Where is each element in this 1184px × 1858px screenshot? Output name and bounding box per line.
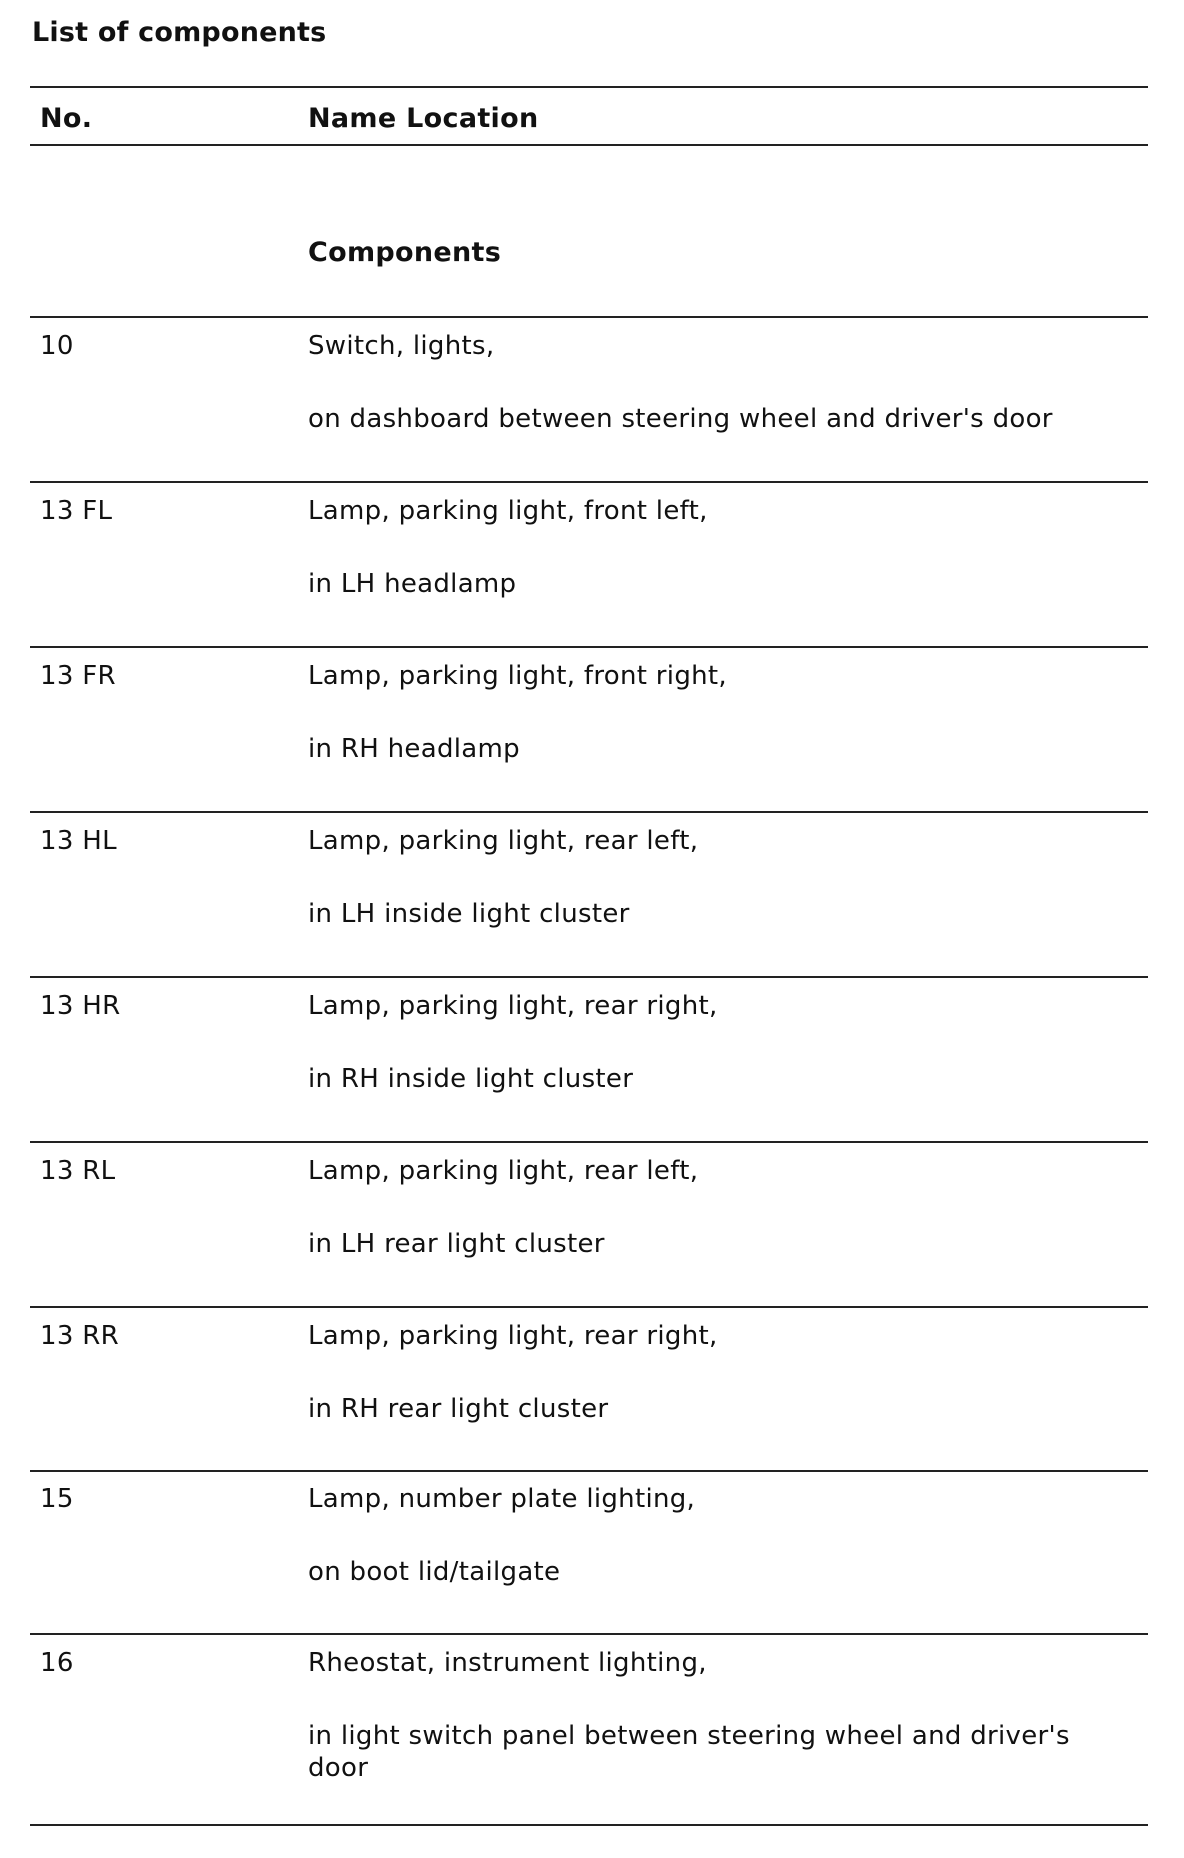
row-location: in LH inside light cluster: [308, 899, 630, 929]
row-name: Switch, lights,: [308, 331, 495, 361]
row-location: in LH rear light cluster: [308, 1229, 605, 1259]
row-number: 13 HR: [40, 991, 121, 1021]
row-number: 13 FL: [40, 496, 113, 526]
row-divider: [30, 976, 1148, 978]
page-title: List of components: [32, 17, 327, 48]
table-bottom-rule: [30, 1824, 1148, 1826]
row-divider: [30, 811, 1148, 813]
row-number: 16: [40, 1648, 74, 1678]
row-name: Rheostat, instrument lighting,: [308, 1648, 707, 1678]
row-location: on dashboard between steering wheel and …: [308, 404, 1053, 434]
row-divider: [30, 481, 1148, 483]
row-divider: [30, 1470, 1148, 1472]
row-divider: [30, 646, 1148, 648]
row-name: Lamp, parking light, rear left,: [308, 1156, 699, 1186]
row-divider: [30, 1633, 1148, 1635]
row-location: on boot lid/tailgate: [308, 1557, 561, 1587]
row-location: in RH headlamp: [308, 734, 520, 764]
row-number: 13 RR: [40, 1321, 119, 1351]
row-name: Lamp, number plate lighting,: [308, 1484, 696, 1514]
row-location: in LH headlamp: [308, 569, 517, 599]
header-bottom-rule: [30, 144, 1148, 146]
column-header-name-location: Name Location: [308, 103, 539, 134]
row-name: Lamp, parking light, front right,: [308, 661, 727, 691]
row-name: Lamp, parking light, rear left,: [308, 826, 699, 856]
row-name: Lamp, parking light, rear right,: [308, 991, 718, 1021]
row-name: Lamp, parking light, rear right,: [308, 1321, 718, 1351]
row-name: Lamp, parking light, front left,: [308, 496, 708, 526]
section-heading: Components: [308, 237, 502, 268]
column-header-no: No.: [40, 103, 93, 134]
row-number: 10: [40, 331, 74, 361]
table-top-rule: [30, 86, 1148, 88]
row-location: in RH inside light cluster: [308, 1064, 634, 1094]
row-number: 13 RL: [40, 1156, 116, 1186]
row-location: in RH rear light cluster: [308, 1394, 609, 1424]
row-divider: [30, 1141, 1148, 1143]
row-divider: [30, 1306, 1148, 1308]
row-number: 13 FR: [40, 661, 116, 691]
row-location: in light switch panel between steering w…: [308, 1721, 1070, 1783]
row-number: 13 HL: [40, 826, 117, 856]
row-divider: [30, 316, 1148, 318]
row-number: 15: [40, 1484, 74, 1514]
